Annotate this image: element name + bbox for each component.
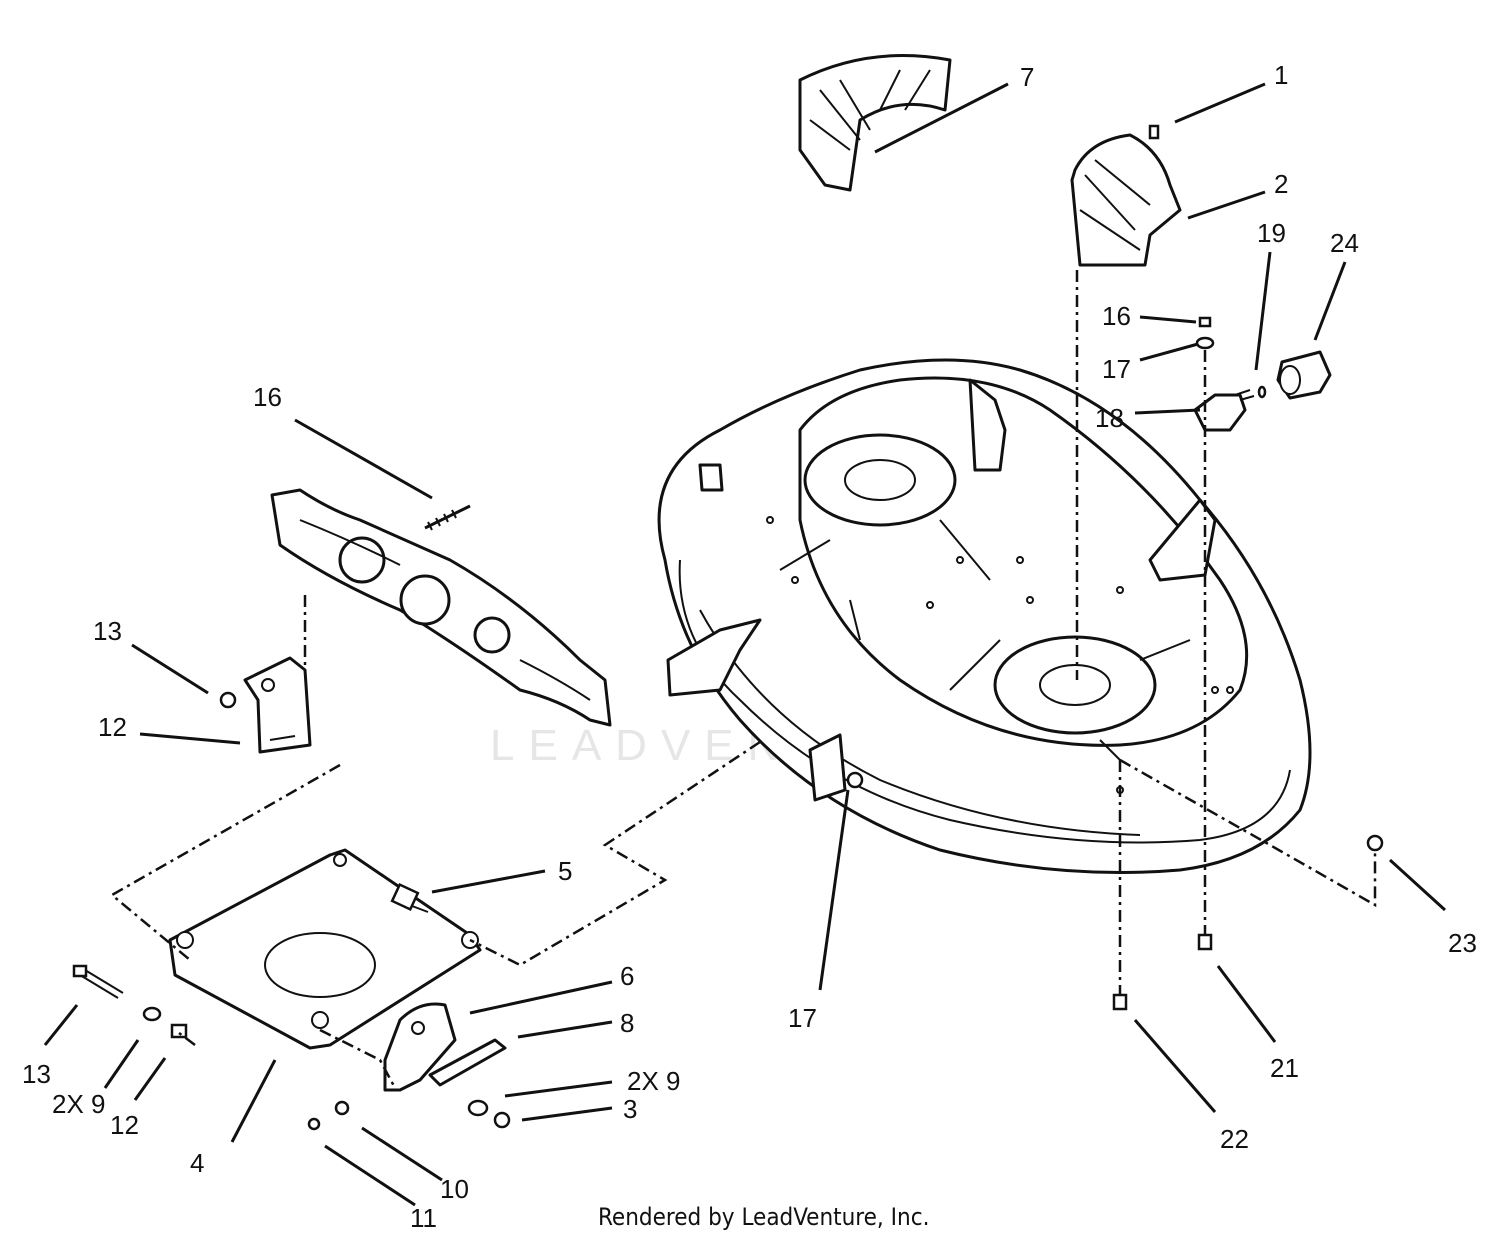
callout-20: 18: [1095, 403, 1124, 433]
callout-2x9-right: 2X 9: [627, 1066, 681, 1096]
render-credit: Rendered by LeadVenture, Inc.: [598, 1203, 929, 1231]
callout-2: 2: [1274, 169, 1288, 199]
callout-3: 3: [623, 1094, 637, 1124]
deck-holes: [766, 516, 1234, 794]
callout-14: 12: [98, 712, 127, 742]
callout-25: 24: [1330, 228, 1359, 258]
part-2-deflector: [1070, 124, 1182, 267]
part-7-chute: [798, 54, 952, 192]
part-14-bracket: [243, 656, 312, 754]
part-6-bracket: [383, 1002, 507, 1092]
right-hardware: [1193, 316, 1332, 432]
callout-6: 6: [620, 961, 634, 991]
callout-4: 4: [190, 1148, 204, 1178]
part-5-stud: [390, 882, 429, 913]
lower-hardware: [307, 1099, 511, 1131]
callout-19: 17: [1102, 354, 1131, 384]
callout-18: 16: [1102, 301, 1131, 331]
mower-deck: [657, 358, 1312, 874]
callout-10: 10: [440, 1174, 469, 1204]
callout-23: 22: [1220, 1124, 1249, 1154]
callout-12: 12: [110, 1110, 139, 1140]
callout-1: 1: [1274, 60, 1288, 90]
callout-16: 16: [253, 382, 282, 412]
callout-2x9-left: 2X 9: [52, 1089, 106, 1119]
callout-8: 8: [620, 1008, 634, 1038]
part-24-nut: [1366, 834, 1384, 852]
callout-11: 11: [410, 1203, 437, 1233]
callout-17: 17: [788, 1003, 817, 1033]
callout-labels: 7 1 2 19 24 16 17 18 16 13 12 5 6 8 2X 9…: [22, 60, 1477, 1233]
callout-5: 5: [558, 856, 572, 886]
callout-15: 13: [93, 616, 122, 646]
callout-21: 19: [1257, 218, 1286, 248]
leader-lines: [43, 82, 1447, 1207]
callout-22: 21: [1270, 1053, 1299, 1083]
callout-24: 23: [1448, 928, 1477, 958]
part-15-nut: [219, 691, 237, 709]
part-22-bolt: [1197, 933, 1213, 951]
left-hardware: [72, 964, 188, 1039]
callout-13: 13: [22, 1059, 51, 1089]
part-16-pivot-arm: [270, 488, 612, 727]
assembly-lines: [109, 270, 1377, 1089]
callout-7: 7: [1020, 62, 1034, 92]
part-16-bolt: [424, 504, 471, 531]
part-23-bolt: [1112, 993, 1128, 1011]
